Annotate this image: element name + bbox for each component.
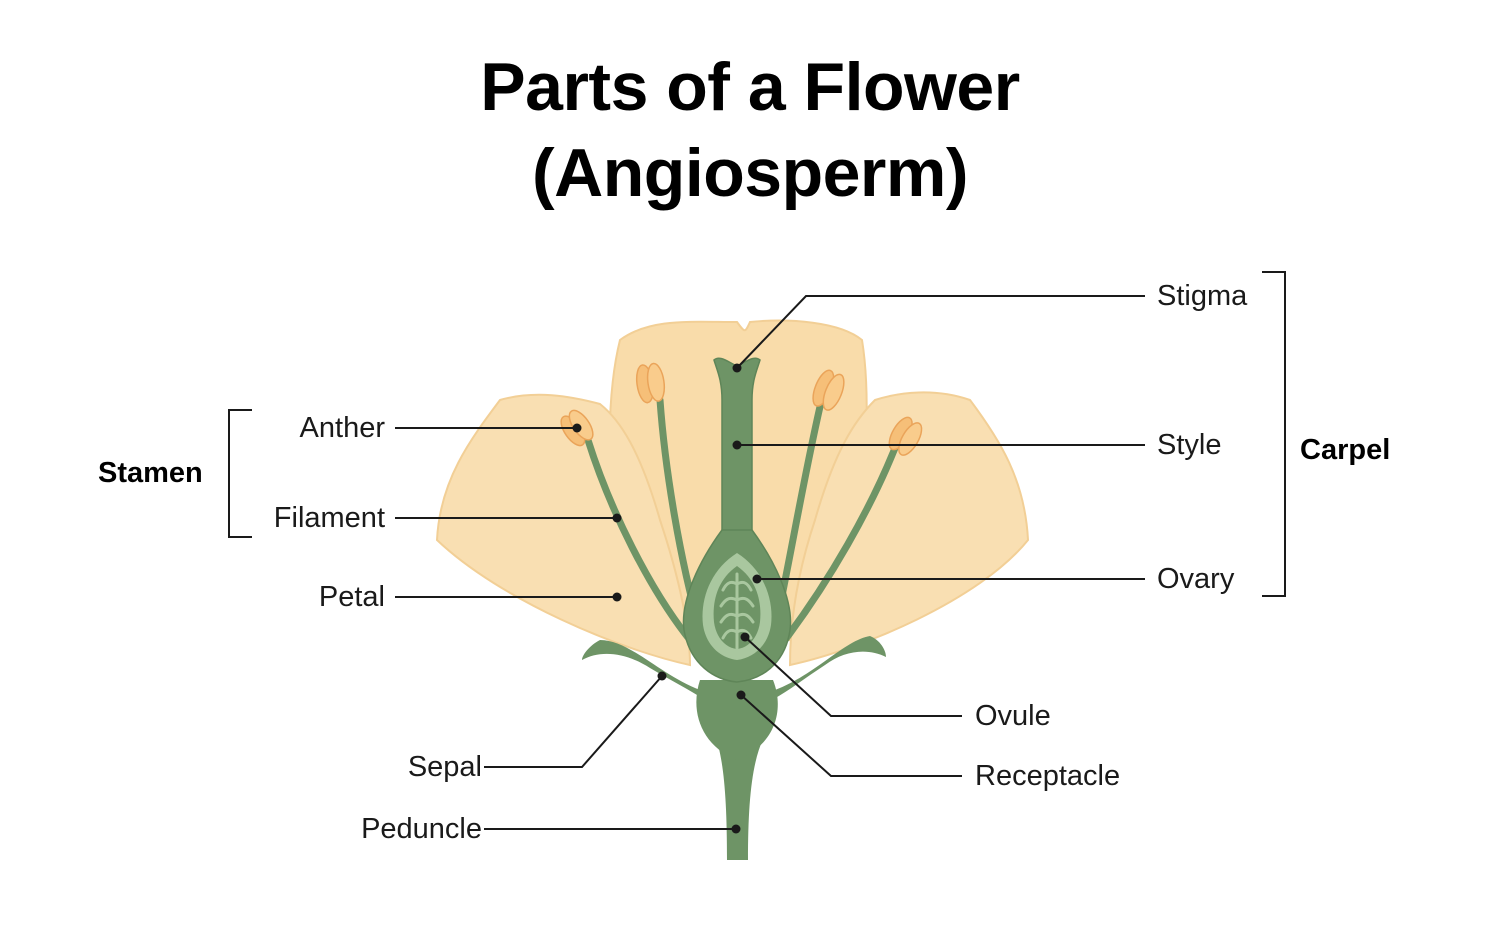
group-label-carpel: Carpel (1300, 434, 1391, 466)
petal-left (435, 393, 692, 667)
sepals (582, 636, 886, 700)
dot-anther (572, 423, 582, 433)
filament-1 (584, 436, 694, 644)
dot-sepal (657, 671, 667, 681)
leader-sepal (484, 675, 663, 768)
dot-style (732, 440, 742, 450)
ovules (719, 572, 755, 650)
leader-lines (395, 295, 1145, 830)
filament-4 (781, 444, 899, 644)
anther-3 (812, 369, 845, 411)
leader-dots (572, 363, 762, 834)
label-style: Style (1157, 429, 1222, 461)
dot-ovary (752, 574, 762, 584)
title-line-1: Parts of a Flower (480, 49, 1020, 125)
label-receptacle: Receptacle (975, 760, 1121, 792)
carpel (682, 357, 792, 683)
label-filament: Filament (273, 502, 385, 534)
dot-stigma (732, 363, 742, 373)
label-ovule: Ovule (975, 700, 1051, 732)
leader-ovule (744, 636, 962, 717)
dot-ovule (740, 632, 750, 642)
label-anther: Anther (299, 412, 385, 444)
group-label-stamen: Stamen (98, 457, 203, 489)
leader-stigma (736, 295, 1145, 369)
dot-filament (612, 513, 622, 523)
sepal-left (582, 640, 705, 700)
title-line-2: (Angiosperm) (532, 135, 969, 211)
diagram-title: Parts of a Flower (Angiosperm) (0, 44, 1500, 216)
dot-petal (612, 592, 622, 602)
leader-receptacle (740, 694, 962, 777)
anther-2 (635, 362, 666, 404)
label-stigma: Stigma (1157, 280, 1248, 312)
dot-peduncle (731, 824, 741, 834)
label-sepal: Sepal (407, 751, 482, 783)
petal-right (788, 391, 1030, 667)
label-ovary: Ovary (1157, 563, 1235, 595)
label-peduncle: Peduncle (361, 813, 482, 845)
stamen-bracket (228, 409, 252, 538)
dot-receptacle (736, 690, 746, 700)
carpel-bracket (1262, 271, 1286, 597)
sepal-right (772, 636, 886, 700)
receptacle-shape (696, 680, 778, 760)
anther-4 (888, 416, 923, 456)
label-petal: Petal (318, 581, 385, 613)
